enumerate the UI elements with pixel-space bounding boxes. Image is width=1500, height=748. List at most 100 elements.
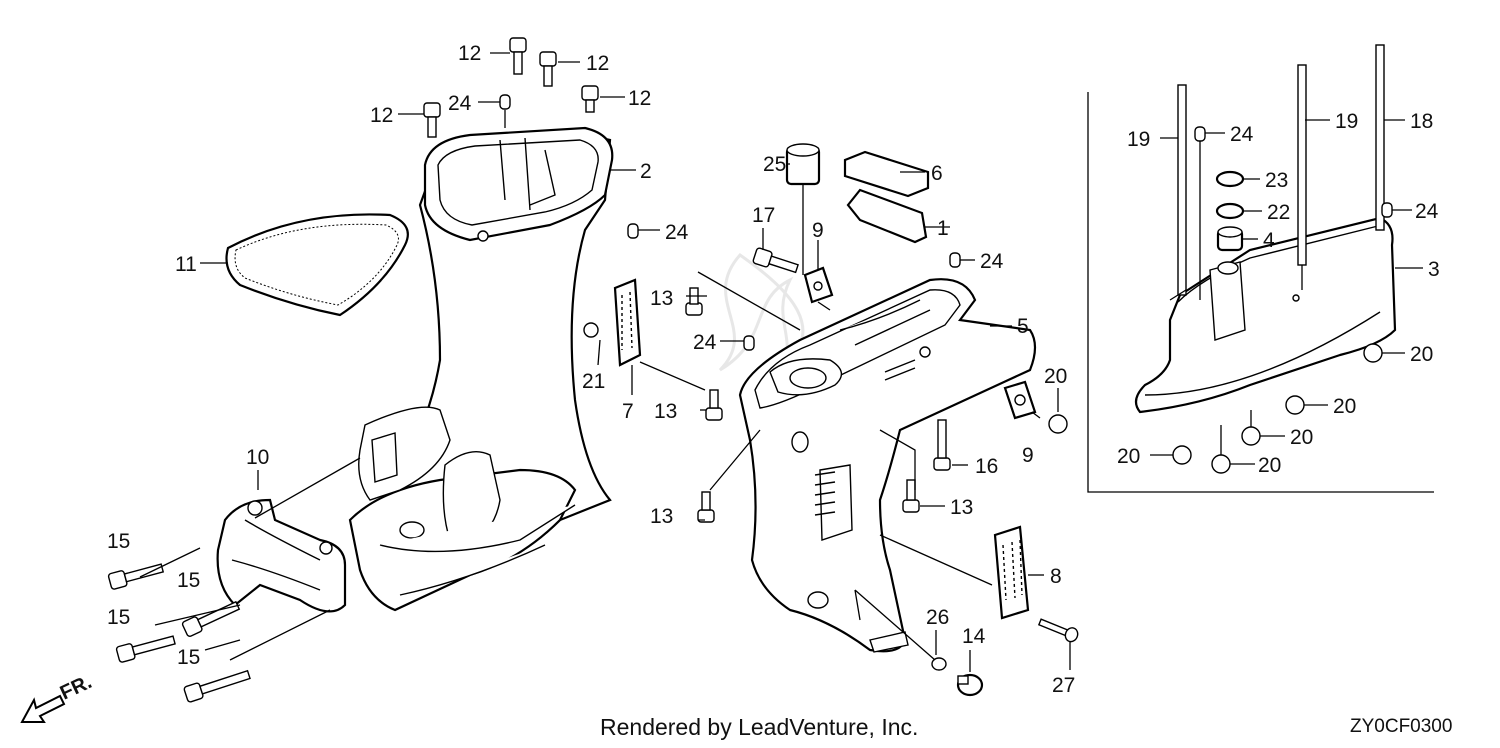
grille-8-icon xyxy=(993,525,1030,620)
bolt-12d-icon xyxy=(423,102,441,138)
callout-24e: 24 xyxy=(1230,123,1254,146)
callout-24f: 24 xyxy=(1415,200,1439,223)
callout-22: 22 xyxy=(1267,201,1290,224)
plug-14-icon xyxy=(956,673,984,697)
callout-13c: 13 xyxy=(650,505,673,528)
callout-15c: 15 xyxy=(107,606,130,629)
collar-25-icon xyxy=(785,143,821,186)
screw-27-icon xyxy=(1037,618,1079,643)
seal-ring-11 xyxy=(225,213,409,317)
callout-16: 16 xyxy=(975,455,998,478)
nut-21-icon xyxy=(583,322,599,338)
callout-17: 17 xyxy=(752,204,775,227)
callout-10: 10 xyxy=(246,446,269,469)
bolt-12a-icon xyxy=(509,37,527,75)
bolt-13a-icon xyxy=(685,287,703,316)
bolts-15 xyxy=(107,563,251,703)
mount-case-5 xyxy=(738,278,1037,653)
bolt-15b-icon xyxy=(115,635,176,663)
footer-credit: Rendered by LeadVenture, Inc. xyxy=(600,714,919,740)
bolts-12 xyxy=(423,37,599,138)
bracket-1-icon xyxy=(846,188,928,244)
callout-13b: 13 xyxy=(654,400,677,423)
callout-8: 8 xyxy=(1050,565,1062,588)
callout-11: 11 xyxy=(175,253,197,276)
oil-case-3 xyxy=(1134,216,1397,414)
callout-12c: 12 xyxy=(628,87,651,110)
callout-24d: 24 xyxy=(980,250,1004,273)
stud-19b-icon xyxy=(1297,64,1307,266)
washer-26-icon xyxy=(931,657,947,671)
callout-20c: 20 xyxy=(1333,395,1356,418)
washer-22-icon xyxy=(1215,202,1245,220)
callout-12b: 12 xyxy=(586,52,609,75)
bolt-12b-icon xyxy=(539,51,557,87)
washer-23-icon xyxy=(1215,170,1245,188)
inset-frame xyxy=(1087,92,1434,493)
callout-1: 1 xyxy=(937,217,949,240)
callout-23: 23 xyxy=(1265,169,1288,192)
nut-20c-icon xyxy=(1285,395,1305,415)
grille-7-icon xyxy=(613,278,642,367)
callout-18: 18 xyxy=(1410,110,1433,133)
bolt-15d-icon xyxy=(183,669,251,703)
nut-20f-icon xyxy=(1211,454,1231,474)
callout-19b: 19 xyxy=(1335,110,1358,133)
callout-25: 25 xyxy=(763,153,786,176)
callout-15a: 15 xyxy=(107,530,130,553)
dowel-24d-icon xyxy=(949,252,961,268)
callout-7: 7 xyxy=(622,400,634,423)
callout-27: 27 xyxy=(1052,674,1075,697)
extension-case xyxy=(348,126,614,612)
callout-20e: 20 xyxy=(1117,445,1140,468)
dowel-24a-icon xyxy=(499,94,511,110)
nut-20b-icon xyxy=(1363,343,1383,363)
plate-9b-icon xyxy=(1003,380,1037,420)
front-arrow: FR. xyxy=(20,671,95,723)
leader-lines xyxy=(139,52,1423,672)
callout-14: 14 xyxy=(962,625,986,648)
nut-4-icon xyxy=(1216,226,1244,252)
callout-9a: 9 xyxy=(812,219,824,242)
callout-2: 2 xyxy=(640,160,652,183)
callout-15d: 15 xyxy=(177,646,200,669)
bolt-13b-icon xyxy=(705,389,723,421)
nut-20e-icon xyxy=(1172,445,1192,465)
nut-20d-icon xyxy=(1241,426,1261,446)
bolt-16-icon xyxy=(933,419,951,471)
stud-18-icon xyxy=(1375,44,1385,231)
callout-24c: 24 xyxy=(693,331,717,354)
callout-19a: 19 xyxy=(1127,128,1150,151)
cover-10 xyxy=(216,498,347,613)
dowel-24b-icon xyxy=(627,223,639,239)
stud-19a-icon xyxy=(1177,84,1187,296)
callout-24a: 24 xyxy=(448,92,472,115)
callout-6: 6 xyxy=(931,162,943,185)
bolt-13c-icon xyxy=(697,491,715,523)
callout-4: 4 xyxy=(1263,229,1275,252)
callout-21: 21 xyxy=(582,370,605,393)
callout-3: 3 xyxy=(1428,258,1440,281)
bolt-15c-icon xyxy=(181,600,241,637)
callout-20b: 20 xyxy=(1410,343,1433,366)
bolt-17-icon xyxy=(752,247,799,274)
callout-13a: 13 xyxy=(650,287,673,310)
callout-20a: 20 xyxy=(1044,365,1067,388)
callout-12d: 12 xyxy=(370,104,393,127)
dowel-24e-icon xyxy=(1194,126,1206,142)
bolt-12c-icon xyxy=(581,85,599,113)
dowel-24c-icon xyxy=(743,335,755,351)
dowel-24f-icon xyxy=(1381,202,1393,218)
callout-24b: 24 xyxy=(665,221,689,244)
callout-15b: 15 xyxy=(177,569,200,592)
callout-20f: 20 xyxy=(1258,454,1281,477)
callout-20d: 20 xyxy=(1290,426,1313,449)
callout-12a: 12 xyxy=(458,42,481,65)
bolt-15a-icon xyxy=(107,563,165,590)
callout-26: 26 xyxy=(926,606,949,629)
plate-9a-icon xyxy=(803,266,834,304)
rubber-block-6-icon xyxy=(843,150,930,198)
callout-labels: 12 12 12 12 24 2 24 11 10 15 15 15 15 25… xyxy=(107,42,1440,697)
bolt-13d-icon xyxy=(902,479,920,513)
